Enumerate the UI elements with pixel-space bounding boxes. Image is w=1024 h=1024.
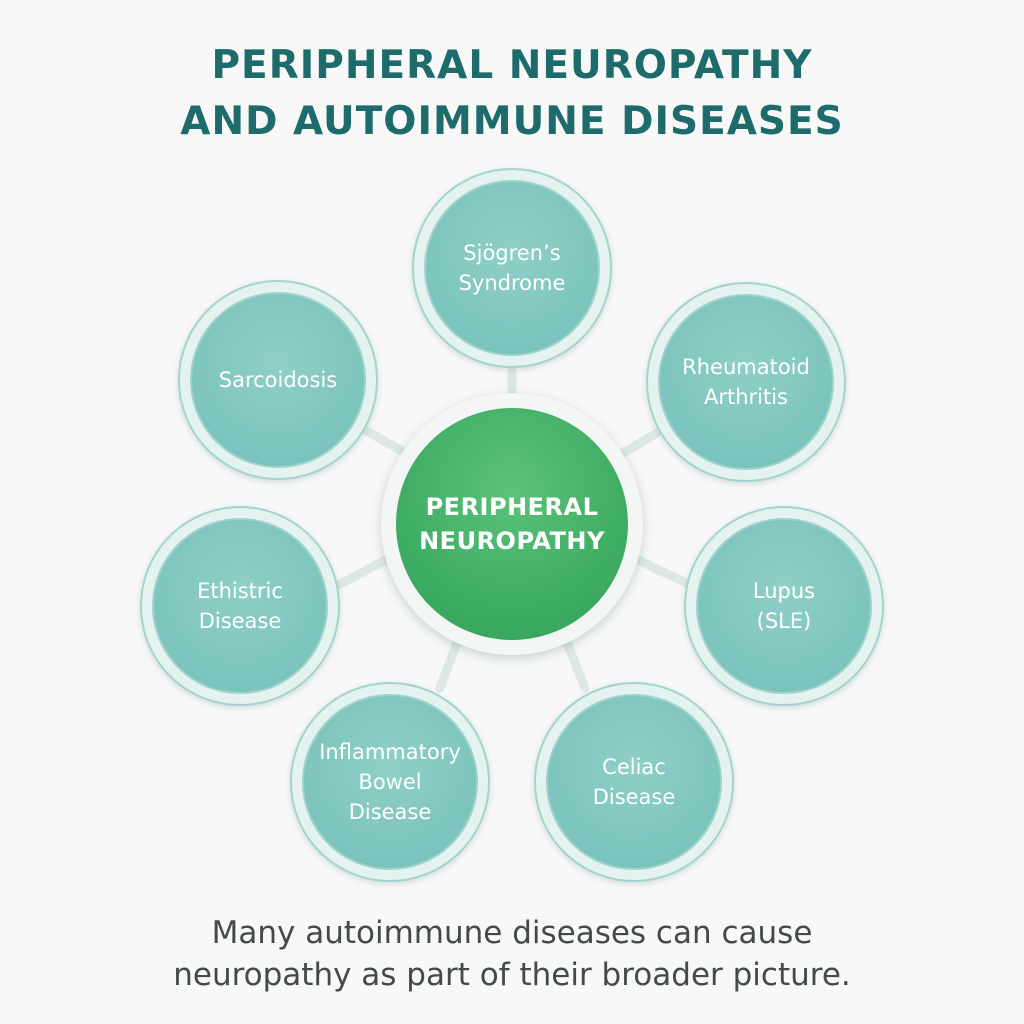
center-label-1: PERIPHERAL bbox=[425, 493, 599, 521]
node-lupus-label-2: (SLE) bbox=[756, 609, 812, 633]
connector-ibd bbox=[435, 635, 463, 693]
connector-rheumatoid bbox=[615, 423, 670, 460]
node-celiac-label-1: Celiac bbox=[602, 755, 666, 779]
node-rheumatoid-arthritis: Rheumatoid Arthritis bbox=[646, 282, 846, 482]
node-ethistric-disease: Ethistric Disease bbox=[140, 506, 340, 706]
node-ethistric-label-1: Ethistric bbox=[197, 579, 283, 603]
node-lupus-sle: Lupus (SLE) bbox=[684, 506, 884, 706]
node-ibd-label-3: Disease bbox=[348, 800, 432, 824]
node-ethistric-disease-circle: Ethistric Disease bbox=[152, 518, 328, 694]
connector-ethistric bbox=[333, 555, 391, 590]
node-lupus-sle-circle: Lupus (SLE) bbox=[696, 518, 872, 694]
node-sjogrens-label-1: Sjögren’s bbox=[463, 241, 561, 265]
connector-celiac bbox=[561, 635, 590, 693]
center-label-2: NEUROPATHY bbox=[419, 527, 605, 555]
node-sarcoidosis-label: Sarcoidosis bbox=[218, 368, 338, 392]
node-sjogrens-syndrome: Sjögren’s Syndrome bbox=[412, 168, 612, 368]
connector-lupus bbox=[633, 555, 695, 590]
diagram-caption: Many autoimmune diseases can cause neuro… bbox=[0, 912, 1024, 996]
title-line-1: PERIPHERAL NEUROPATHY bbox=[211, 43, 813, 88]
node-rheumatoid-arthritis-circle: Rheumatoid Arthritis bbox=[658, 294, 834, 470]
node-ethistric-label-2: Disease bbox=[198, 609, 282, 633]
connector-sarcoidosis bbox=[360, 425, 409, 457]
center-node-peripheral-neuropathy: PERIPHERAL NEUROPATHY bbox=[381, 393, 643, 655]
node-sarcoidosis-circle: Sarcoidosis bbox=[190, 292, 366, 468]
node-inflammatory-bowel-disease-circle: Inflammatory Bowel Disease bbox=[302, 694, 478, 870]
node-sjogrens-label-2: Syndrome bbox=[458, 271, 566, 295]
node-ibd-label-2: Bowel bbox=[358, 770, 422, 794]
node-celiac-disease-circle: Celiac Disease bbox=[546, 694, 722, 870]
center-node-circle: PERIPHERAL NEUROPATHY bbox=[396, 408, 628, 640]
node-rheumatoid-label-2: Arthritis bbox=[703, 385, 788, 409]
caption-line-1: Many autoimmune diseases can cause bbox=[211, 915, 813, 951]
caption-line-2: neuropathy as part of their broader pict… bbox=[173, 957, 851, 993]
node-inflammatory-bowel-disease: Inflammatory Bowel Disease bbox=[290, 682, 490, 882]
node-ibd-label-1: Inflammatory bbox=[319, 740, 461, 764]
node-sarcoidosis: Sarcoidosis bbox=[178, 280, 378, 480]
diagram-title: PERIPHERAL NEUROPATHY AND AUTOIMMUNE DIS… bbox=[0, 38, 1024, 150]
node-rheumatoid-label-1: Rheumatoid bbox=[682, 355, 810, 379]
node-celiac-disease: Celiac Disease bbox=[534, 682, 734, 882]
node-sjogrens-syndrome-circle: Sjögren’s Syndrome bbox=[424, 180, 600, 356]
node-lupus-label-1: Lupus bbox=[752, 579, 816, 603]
title-line-2: AND AUTOIMMUNE DISEASES bbox=[180, 99, 844, 144]
node-celiac-label-2: Disease bbox=[592, 785, 676, 809]
